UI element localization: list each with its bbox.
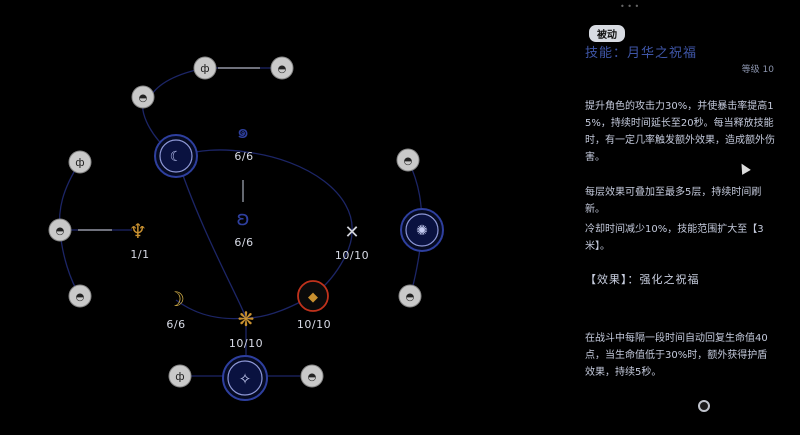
svg-text:◓: ◓ [404,156,413,167]
fish-icon[interactable]: ◆ [297,280,329,312]
node-count-center-bottom: 6/6 [234,236,254,249]
star-icon[interactable]: ❋ [238,307,255,331]
node-count-center-top: 6/6 [234,150,254,163]
svg-text:◆: ◆ [308,290,318,305]
node-count-bottom: 10/10 [228,337,264,350]
small-node[interactable]: ф [68,150,92,174]
svg-text:♆: ♆ [129,219,147,243]
small-node[interactable]: ◓ [396,148,420,172]
skill-description: 提升角色的攻击力30%，并使暴击率提高15%，持续时间延长至20秒。每当释放技能… [585,101,775,163]
effect-heading: 【效果】：强化之祝福 [585,273,700,286]
small-node[interactable]: ◓ [48,218,72,242]
small-node[interactable]: ф [193,56,217,80]
svg-text:๑: ๑ [237,119,250,143]
skill-title: 技能：月华之祝福 [585,46,698,61]
major-node-top-left[interactable]: ☾ [154,134,198,178]
confirm-button[interactable] [698,400,710,412]
spiral-icon[interactable]: ๑ [237,119,250,143]
node-count-right: 10/10 [334,249,370,262]
node-count-bottom-right: 10/10 [296,318,332,331]
svg-text:ʚ: ʚ [236,206,249,230]
svg-text:◓: ◓ [406,292,415,303]
skill-description-2: 每层效果可叠加至最多5层，持续时间刷新。 [585,187,762,215]
small-node[interactable]: ◓ [68,284,92,308]
svg-text:ф: ф [175,370,184,383]
svg-text:✕: ✕ [344,222,359,243]
major-node-bottom[interactable]: ✧ [222,355,268,401]
effect-description: 在战斗中每隔一段时间自动回复生命值40点，当生命值低于30%时，额外获得护盾效果… [585,333,768,378]
svg-text:◓: ◓ [139,93,148,104]
svg-text:✺: ✺ [416,223,428,239]
skill-tree: ф ◓ ◓ ф ◓ ◓ ◓ ◓ [48,56,444,401]
svg-text:◓: ◓ [278,64,287,75]
skill-type-badge: 被动 [589,25,625,42]
skill-info-panel: 被动 技能：月华之祝福 等级 10 提升角色的攻击力30%，并使暴击率提高15%… [580,18,780,412]
small-node[interactable]: ◓ [300,364,324,388]
small-node[interactable]: ◓ [270,56,294,80]
svg-text:◓: ◓ [76,292,85,303]
small-node[interactable]: ◓ [398,284,422,308]
wave-icon[interactable]: ʚ [236,206,249,230]
svg-text:❋: ❋ [238,307,255,331]
skill-description-3: 冷却时间减少10%，技能范围扩大至【3米】。 [585,224,764,252]
svg-text:☾: ☾ [170,149,183,165]
page-indicator: • • • [620,2,640,11]
node-count-left: 1/1 [130,248,150,261]
node-count-bottom-left: 6/6 [166,318,186,331]
bat-icon[interactable]: ✕ [344,222,359,243]
small-node[interactable]: ф [168,364,192,388]
svg-text:◓: ◓ [56,226,65,237]
svg-text:☽: ☽ [167,287,185,311]
svg-text:ф: ф [75,156,84,169]
svg-text:✧: ✧ [239,370,252,388]
major-node-right[interactable]: ✺ [400,208,444,252]
totem-icon[interactable]: ♆ [129,219,147,243]
svg-text:◓: ◓ [308,372,317,383]
skill-level: 等级 10 [741,65,774,75]
small-node[interactable]: ◓ [131,85,155,109]
moon-icon[interactable]: ☽ [167,287,185,311]
svg-text:ф: ф [200,62,209,75]
